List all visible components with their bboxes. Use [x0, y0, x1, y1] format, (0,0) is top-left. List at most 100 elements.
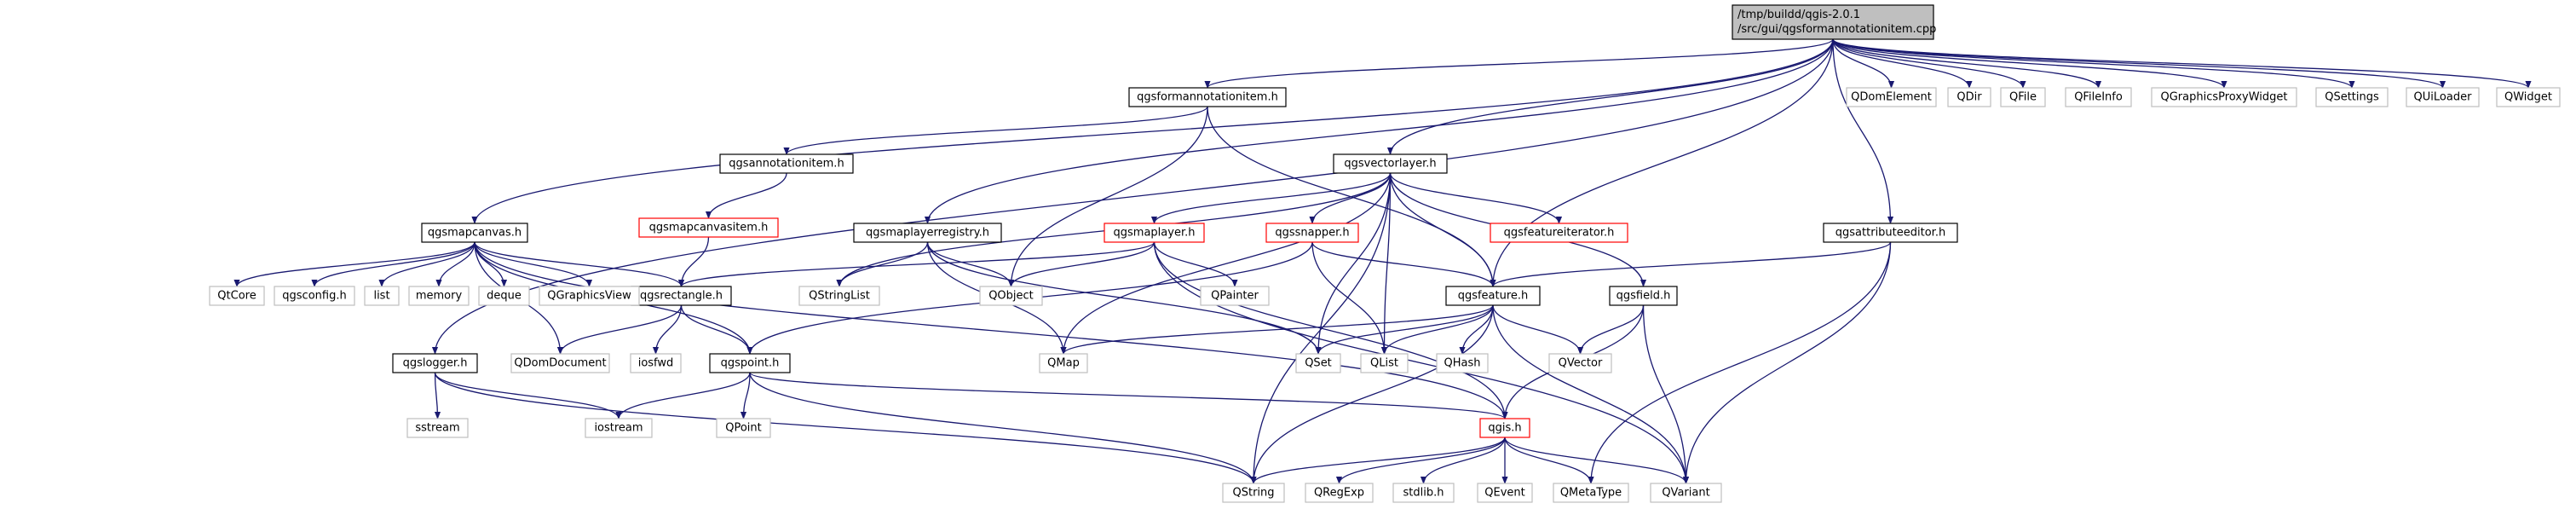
node-QWidget[interactable]: QWidget	[2496, 87, 2561, 107]
node-qgsfeatureiterator_h[interactable]: qgsfeatureiterator.h	[1490, 223, 1628, 243]
node-label: iosfwd	[638, 357, 674, 370]
node-QDir[interactable]: QDir	[1947, 87, 1991, 107]
edge-root-to-qgsfeature_h	[1490, 38, 1834, 287]
node-label: qgsformannotationitem.h	[1137, 91, 1278, 104]
edge-root-to-QUiLoader	[1832, 38, 2446, 89]
node-label: QDomElement	[1851, 91, 1932, 104]
node-QSettings[interactable]: QSettings	[2315, 87, 2389, 107]
node-sstream[interactable]: sstream	[406, 418, 469, 438]
node-qgsmaplayerregistry_h[interactable]: qgsmaplayerregistry.h	[853, 223, 1002, 243]
edge-root-to-QFileInfo	[1832, 38, 2102, 89]
edge-qgsmapcanvas_h-to-QtCore	[233, 241, 475, 287]
edge-qgis_h-to-QMetaType	[1504, 437, 1594, 484]
node-QPainter[interactable]: QPainter	[1200, 286, 1270, 306]
node-qgsannotationitem_h[interactable]: qgsannotationitem.h	[719, 153, 854, 174]
node-label: QFileInfo	[2074, 91, 2123, 104]
node-qgslogger_h[interactable]: qgslogger.h	[392, 353, 478, 373]
node-QString[interactable]: QString	[1222, 483, 1285, 503]
edge-qgsfield_h-to-QVariant	[1642, 304, 1690, 484]
edge-qgsfeature_h-to-QMap	[1060, 304, 1494, 355]
node-qgsvectorlayer_h[interactable]: qgsvectorlayer.h	[1333, 153, 1448, 174]
node-box	[1548, 353, 1612, 373]
node-QtCore[interactable]: QtCore	[209, 286, 265, 306]
edge-qgis_h-to-QRegExp	[1335, 437, 1506, 484]
node-label: qgsmapcanvas.h	[428, 227, 522, 240]
edge-qgslogger_h-to-sstream	[434, 372, 441, 419]
node-box	[853, 223, 1002, 243]
node-QEvent[interactable]: QEvent	[1477, 483, 1533, 503]
node-box	[1305, 483, 1374, 503]
node-QSet[interactable]: QSet	[1295, 353, 1341, 373]
node-qgsmapcanvasitem_h[interactable]: qgsmapcanvasitem.h	[638, 217, 779, 238]
node-box	[1650, 483, 1722, 503]
node-QGraphicsProxyWidget[interactable]: QGraphicsProxyWidget	[2151, 87, 2297, 107]
node-qgssnapper_h[interactable]: qgssnapper.h	[1265, 223, 1359, 243]
node-qgsrectangle_h[interactable]: qgsrectangle.h	[631, 286, 732, 306]
node-box	[209, 286, 265, 306]
node-label: qgsfeature.h	[1458, 290, 1529, 303]
node-label: QEvent	[1484, 487, 1524, 500]
node-QPoint[interactable]: QPoint	[716, 418, 771, 438]
node-list[interactable]: list	[364, 286, 400, 306]
node-label: QObject	[988, 290, 1034, 303]
node-qgsconfig_h[interactable]: qgsconfig.h	[274, 286, 355, 306]
node-box	[638, 217, 779, 238]
node-box	[585, 418, 653, 438]
node-QStringList[interactable]: QStringList	[798, 286, 880, 306]
edge-qgsvectorlayer_h-to-QSet	[1315, 172, 1392, 355]
node-qgsmaplayer_h[interactable]: qgsmaplayer.h	[1104, 223, 1205, 243]
node-qgis_h[interactable]: qgis.h	[1479, 418, 1530, 438]
edge-qgsfeature_h-to-QVector	[1492, 304, 1584, 355]
node-qgsfield_h[interactable]: qgsfield.h	[1609, 286, 1678, 306]
node-QFile[interactable]: QFile	[2000, 87, 2046, 107]
node-label: QList	[1370, 357, 1398, 370]
edge-root-to-qgsmaplayerregistry_h	[924, 38, 1834, 224]
edge-qgspoint_h-to-qgis_h	[749, 372, 1508, 419]
node-qgsfeature_h[interactable]: qgsfeature.h	[1445, 286, 1541, 306]
edge-qgspoint_h-to-QPoint	[740, 372, 751, 419]
node-QVariant[interactable]: QVariant	[1650, 483, 1722, 503]
edge-qgsformannotationitem_h-to-qgsannotationitem_h	[783, 106, 1208, 155]
node-box	[1823, 223, 1958, 243]
node-box	[1333, 153, 1448, 174]
edge-qgsfeature_h-to-QVariant	[1492, 304, 1690, 484]
node-stdlib_h[interactable]: stdlib.h	[1392, 483, 1455, 503]
edge-qgsmaplayer_h-to-QVariant	[1153, 241, 1690, 484]
node-qgsmapcanvas_h[interactable]: qgsmapcanvas.h	[421, 223, 528, 243]
node-qgsattributeeditor_h[interactable]: qgsattributeeditor.h	[1823, 223, 1958, 243]
node-qgsformannotationitem_h[interactable]: qgsformannotationitem.h	[1128, 87, 1287, 107]
node-box	[798, 286, 880, 306]
node-QObject[interactable]: QObject	[979, 286, 1043, 306]
node-memory[interactable]: memory	[408, 286, 470, 306]
node-iostream[interactable]: iostream	[585, 418, 653, 438]
node-box	[979, 286, 1043, 306]
node-box	[2315, 87, 2389, 107]
node-QHash[interactable]: QHash	[1436, 353, 1489, 373]
node-QList[interactable]: QList	[1360, 353, 1409, 373]
node-QGraphicsView[interactable]: QGraphicsView	[539, 286, 640, 306]
node-QDomDocument[interactable]: QDomDocument	[510, 353, 610, 373]
node-QMetaType[interactable]: QMetaType	[1553, 483, 1629, 503]
edge-qgsattributeeditor_h-to-QVariant	[1682, 241, 1892, 484]
node-label: QVector	[1559, 357, 1603, 370]
node-label: qgssnapper.h	[1275, 227, 1349, 240]
node-QMap[interactable]: QMap	[1039, 353, 1088, 373]
node-deque[interactable]: deque	[478, 286, 530, 306]
node-box	[709, 353, 791, 373]
node-label: QSet	[1305, 357, 1332, 370]
node-QVector[interactable]: QVector	[1548, 353, 1612, 373]
node-QRegExp[interactable]: QRegExp	[1305, 483, 1374, 503]
node-QDomElement[interactable]: QDomElement	[1846, 87, 1937, 107]
node-box	[1436, 353, 1489, 373]
node-QFileInfo[interactable]: QFileInfo	[2065, 87, 2132, 107]
node-box	[1265, 223, 1359, 243]
node-box	[421, 223, 528, 243]
node-box	[1200, 286, 1270, 306]
node-box	[1609, 286, 1678, 306]
node-root[interactable]: /tmp/buildd/qgis-2.0.1/src/gui/qgsforman…	[1732, 4, 1936, 40]
node-qgspoint_h[interactable]: qgspoint.h	[709, 353, 791, 373]
node-iosfwd[interactable]: iosfwd	[630, 353, 682, 373]
node-QUiLoader[interactable]: QUiLoader	[2406, 87, 2480, 107]
edge-qgsmapcanvas_h-to-QGraphicsView	[474, 241, 593, 287]
